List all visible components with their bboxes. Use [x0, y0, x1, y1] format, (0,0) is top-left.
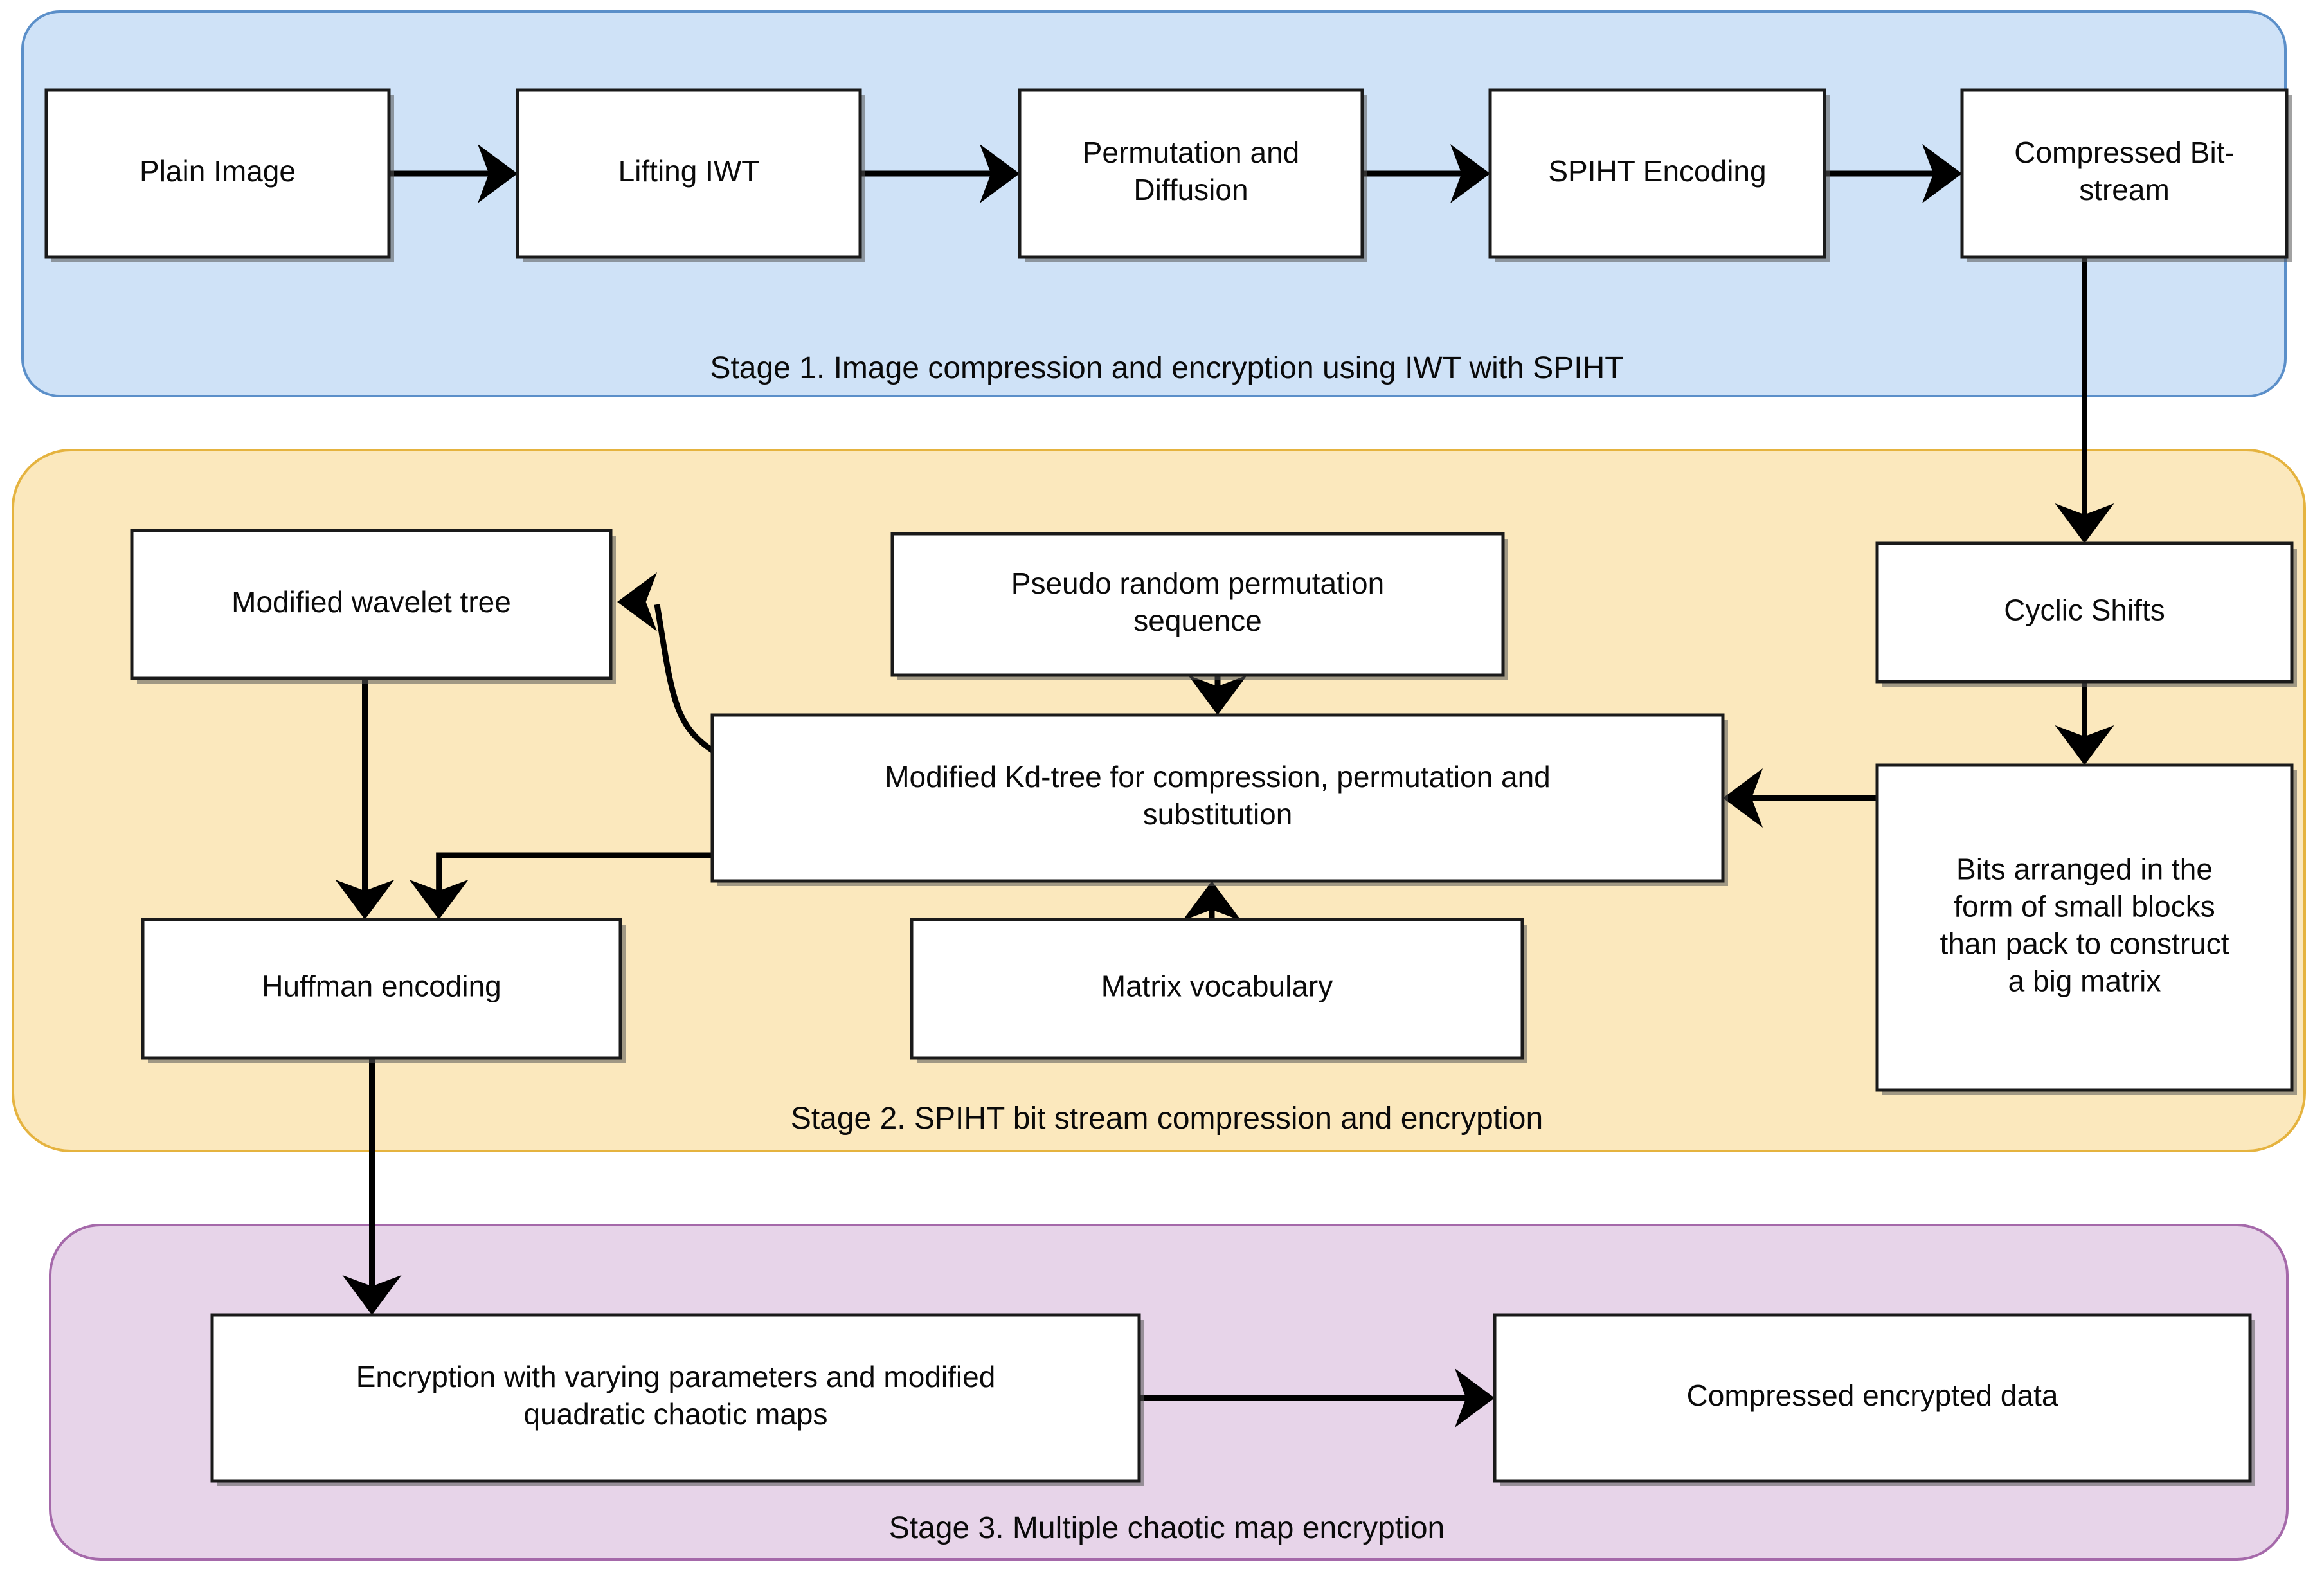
node-label: Bits arranged in the: [1956, 853, 2213, 886]
node-matrix-vocabulary[interactable]: Matrix vocabulary: [910, 918, 1527, 1063]
node-lifting-iwt[interactable]: Lifting IWT: [516, 88, 865, 262]
node-label: Plain Image: [140, 154, 296, 188]
node-box[interactable]: [1875, 541, 2294, 684]
node-box[interactable]: [1018, 88, 1364, 259]
arrowhead: [335, 880, 395, 920]
edge-cyclic-to-bits: [2055, 682, 2114, 765]
arrowhead: [478, 144, 518, 203]
node-label: Pseudo random permutation: [1011, 567, 1384, 600]
arrowhead: [1182, 881, 1241, 921]
arrowhead: [1188, 675, 1247, 715]
node-encryption-varying-parameters[interactable]: Encryption with varying parameters and m…: [210, 1313, 1144, 1486]
node-label: Encryption with varying parameters and m…: [356, 1360, 996, 1393]
node-box[interactable]: [130, 529, 613, 680]
edge-layer: [335, 144, 2114, 1428]
node-compressed-encrypted-data[interactable]: Compressed encrypted data: [1493, 1313, 2255, 1486]
node-modified-wavelet-tree[interactable]: Modified wavelet tree: [130, 529, 616, 684]
edge-kdtree-to-huffman: [409, 852, 712, 920]
node-box[interactable]: [210, 1313, 1141, 1483]
node-cyclic-shifts[interactable]: Cyclic Shifts: [1875, 541, 2297, 687]
arrowhead: [1450, 144, 1490, 203]
node-label: Matrix vocabulary: [1101, 970, 1333, 1003]
node-label: than pack to construct: [1940, 927, 2229, 961]
stage-3-caption: Stage 3. Multiple chaotic map encryption: [889, 1511, 1445, 1545]
edge-bitstream-to-cyclic: [2055, 257, 2114, 543]
node-layer: Plain Image Lifting IWT Permutation andDif…: [44, 88, 2297, 1486]
node-box[interactable]: [1875, 763, 2294, 1092]
node-bits-arranged-matrix[interactable]: Bits arranged in the form of small blocks…: [1875, 763, 2297, 1095]
node-label: SPIHT Encoding: [1548, 154, 1766, 188]
arrowhead: [2055, 725, 2114, 765]
node-label: a big matrix: [2008, 965, 2161, 998]
arrowhead: [2055, 503, 2114, 543]
node-box[interactable]: [1493, 1313, 2252, 1483]
node-box[interactable]: [710, 713, 1725, 883]
edge-permutation-to-spiht: [1362, 144, 1490, 203]
arrowhead: [1723, 768, 1763, 828]
node-label: sequence: [1133, 604, 1262, 637]
node-modified-kd-tree[interactable]: Modified Kd-tree for compression, permut…: [710, 713, 1728, 886]
node-pseudo-random-permutation[interactable]: Pseudo random permutation sequence: [890, 532, 1508, 680]
edge-encryption-to-output: [1139, 1368, 1495, 1428]
node-label: Modified Kd-tree for compression, permut…: [885, 760, 1551, 794]
arrowhead: [617, 572, 657, 631]
edge-vocabulary-to-kdtree: [1182, 881, 1241, 921]
node-label: Compressed Bit-: [2014, 136, 2235, 169]
edge-huffman-to-encryption: [342, 1058, 402, 1315]
stage-1-caption: Stage 1. Image compression and encryptio…: [710, 351, 1623, 385]
node-label: Permutation and: [1083, 136, 1300, 169]
node-label: quadratic chaotic maps: [523, 1397, 827, 1431]
node-box[interactable]: [141, 918, 622, 1060]
edge-wavelet-to-huffman: [335, 678, 395, 920]
arrowhead: [1922, 144, 1962, 203]
arrowhead: [980, 144, 1020, 203]
node-box[interactable]: [516, 88, 862, 259]
edge-kdtree-to-wavelet: [617, 572, 714, 753]
edge-bits-to-kdtree: [1723, 768, 1877, 828]
node-box[interactable]: [44, 88, 391, 259]
node-box[interactable]: [890, 532, 1505, 677]
node-box[interactable]: [1960, 88, 2289, 259]
node-spiht-encoding[interactable]: SPIHT Encoding: [1488, 88, 1830, 262]
edge-pseudo-to-kdtree: [1188, 675, 1247, 715]
arrowhead: [1455, 1368, 1495, 1428]
arrowhead: [409, 880, 469, 920]
node-label: Diffusion: [1133, 173, 1248, 206]
node-label: form of small blocks: [1954, 890, 2215, 923]
edge-plain-to-lifting: [389, 144, 518, 203]
edge-lifting-to-permutation: [860, 144, 1020, 203]
node-label: Lifting IWT: [618, 154, 760, 188]
node-compressed-bitstream[interactable]: Compressed Bit-stream: [1960, 88, 2292, 262]
node-box[interactable]: [1488, 88, 1826, 259]
node-label: Modified wavelet tree: [231, 585, 511, 619]
arrowhead: [342, 1275, 402, 1315]
node-label: Huffman encoding: [262, 970, 501, 1003]
node-plain-image[interactable]: Plain Image: [44, 88, 394, 262]
node-label: substitution: [1143, 797, 1293, 831]
node-label: Cyclic Shifts: [2004, 594, 2165, 627]
edge-spiht-to-bitstream: [1824, 144, 1962, 203]
stage-2-caption: Stage 2. SPIHT bit stream compression an…: [791, 1102, 1543, 1136]
edge-path: [654, 604, 714, 753]
node-label: Compressed encrypted data: [1687, 1379, 2058, 1412]
node-box[interactable]: [910, 918, 1524, 1060]
node-label: stream: [2079, 173, 2170, 206]
node-huffman-encoding[interactable]: Huffman encoding: [141, 918, 626, 1063]
